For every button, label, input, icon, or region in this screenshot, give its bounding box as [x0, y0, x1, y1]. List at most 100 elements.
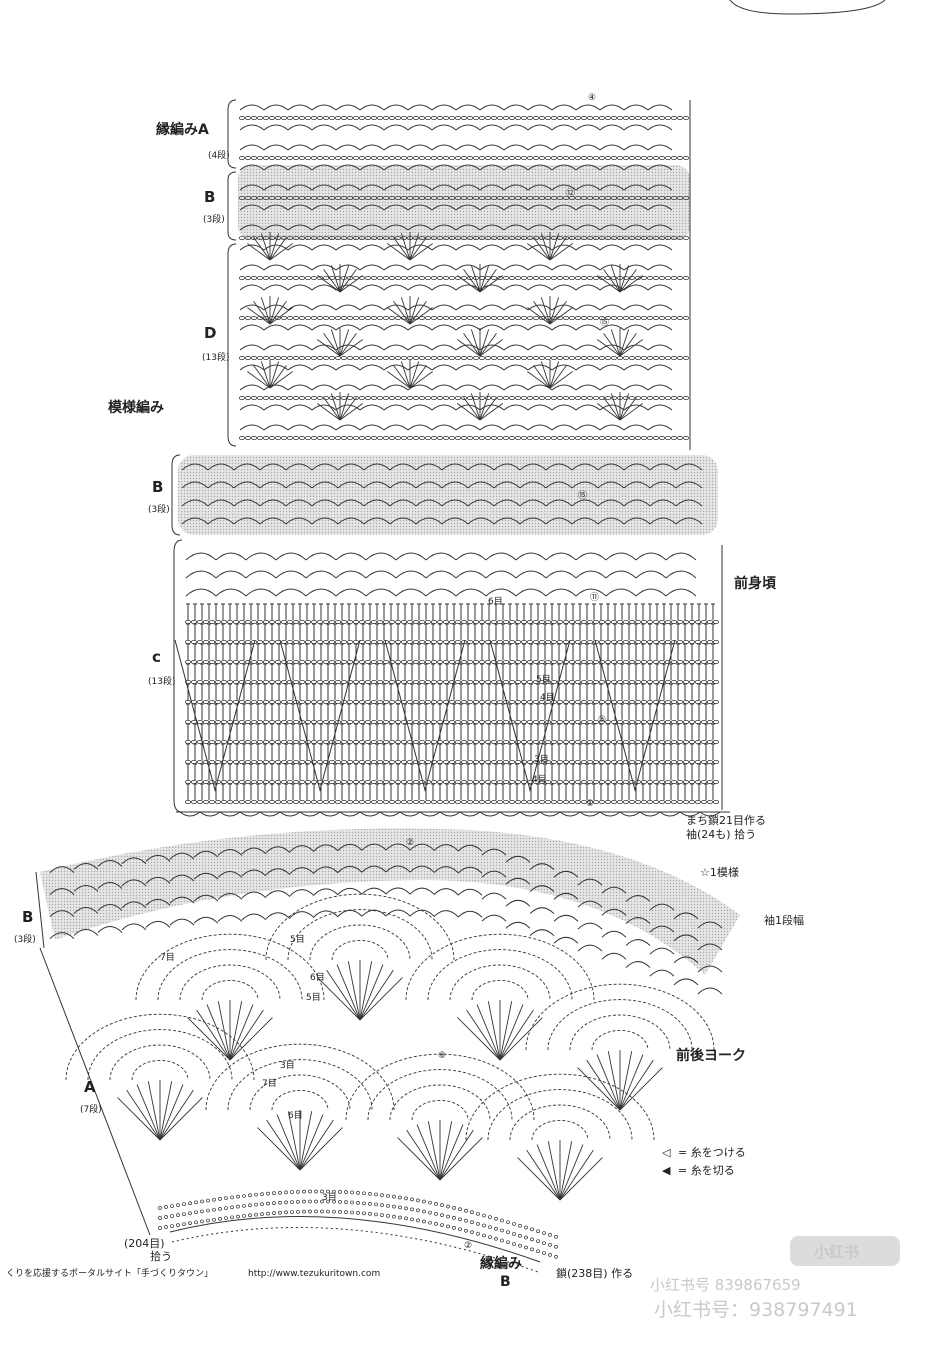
chain-stitch: [226, 700, 233, 705]
chain-stitch: [412, 800, 419, 805]
chain-stitch: [388, 315, 395, 320]
chain-stitch: [346, 700, 353, 705]
chain-stitch: [502, 640, 509, 645]
single-crochet: [506, 1230, 510, 1235]
chain-stitch: [322, 355, 329, 360]
chain-stitch: [575, 700, 582, 705]
chain-stitch: [677, 680, 684, 685]
single-crochet: [218, 1217, 222, 1221]
chain-stitch: [448, 315, 455, 320]
chain-stitch: [617, 720, 624, 725]
chain-arch: [431, 424, 457, 431]
chain-stitch: [244, 760, 251, 765]
chain-stitch: [280, 640, 287, 645]
single-crochet: [368, 1201, 372, 1206]
single-crochet: [284, 1200, 288, 1205]
chain-stitch: [424, 660, 431, 665]
chain-arch: [241, 847, 267, 855]
chain-stitch: [184, 780, 191, 785]
chain-stitch: [328, 660, 335, 665]
fan-stitch: [159, 1097, 203, 1141]
chain-stitch: [346, 155, 353, 160]
chain-stitch: [713, 800, 720, 805]
foundation-pickup-arc: [171, 1226, 539, 1273]
chain-stitch: [304, 195, 311, 200]
fan-stitch: [619, 265, 630, 293]
chain-stitch: [394, 275, 401, 280]
chain-arch: [575, 124, 601, 131]
fan-stitch: [619, 1054, 644, 1111]
chain-arch: [383, 284, 409, 291]
chain-stitch: [370, 395, 377, 400]
chain-stitch: [256, 680, 263, 685]
chain-stitch: [346, 235, 353, 240]
chain-arch: [503, 424, 529, 431]
pineapple-arc: [227, 1059, 373, 1111]
chain-stitch: [515, 780, 522, 785]
chain-stitch: [196, 660, 203, 665]
pineapple-arc: [179, 964, 281, 1001]
chain-arch: [407, 144, 433, 151]
chain-stitch: [460, 800, 467, 805]
chain-stitch: [593, 780, 600, 785]
chain-stitch: [268, 640, 275, 645]
footer-text: くりを応援するポータルサイト「手づくりタウン」: [6, 1267, 213, 1279]
single-crochet: [512, 1232, 516, 1236]
chain-stitch: [502, 680, 509, 685]
chain-stitch: [623, 195, 630, 200]
chain-stitch: [587, 660, 594, 665]
chain-stitch: [346, 760, 353, 765]
chain-stitch: [244, 435, 251, 440]
chain-arch: [485, 552, 517, 561]
chain-stitch: [346, 355, 353, 360]
b-mid-label: B: [152, 478, 163, 496]
chain-stitch: [424, 640, 431, 645]
fan-stitch: [603, 269, 621, 293]
chain-stitch: [310, 395, 317, 400]
chain-arch: [287, 384, 313, 391]
chain-stitch: [581, 620, 588, 625]
chain-stitch: [466, 780, 473, 785]
chain-stitch: [268, 155, 275, 160]
chain-stitch: [521, 355, 528, 360]
fan-stitch: [597, 275, 621, 293]
stitch-label-5b: 5目: [290, 934, 305, 945]
chain-stitch: [575, 800, 582, 805]
chain-stitch: [533, 275, 540, 280]
chain-stitch: [316, 155, 323, 160]
chain-arch: [311, 384, 337, 391]
chain-arch: [121, 901, 147, 909]
chain-stitch: [569, 116, 576, 121]
chain-arch: [311, 404, 337, 411]
chain-arch: [527, 164, 553, 171]
chain-stitch: [340, 620, 347, 625]
chain-arch: [335, 204, 361, 211]
pineapple-arc: [591, 1029, 649, 1051]
chain-stitch: [250, 660, 257, 665]
chain-stitch: [322, 275, 329, 280]
chain-arch: [577, 944, 603, 952]
chain-stitch: [208, 640, 215, 645]
single-crochet: [302, 1209, 306, 1214]
pineapple-arc: [547, 999, 693, 1051]
chain-stitch: [292, 235, 299, 240]
single-crochet: [272, 1211, 276, 1215]
chain-stitch: [575, 116, 582, 121]
single-crochet: [440, 1203, 444, 1208]
chain-arch: [575, 552, 607, 561]
chain-stitch: [262, 435, 269, 440]
single-crochet: [338, 1190, 342, 1194]
chain-stitch: [508, 780, 515, 785]
chain-stitch: [328, 155, 335, 160]
chain-stitch: [304, 275, 311, 280]
pineapple-arc: [265, 893, 455, 961]
single-crochet: [542, 1251, 546, 1255]
chain-stitch: [587, 275, 594, 280]
chain-stitch: [394, 355, 401, 360]
chain-stitch: [274, 116, 281, 121]
chain-arch: [359, 324, 385, 331]
chain-stitch: [322, 780, 329, 785]
single-crochet: [158, 1226, 162, 1230]
chain-stitch: [557, 800, 564, 805]
chain-stitch: [274, 760, 281, 765]
